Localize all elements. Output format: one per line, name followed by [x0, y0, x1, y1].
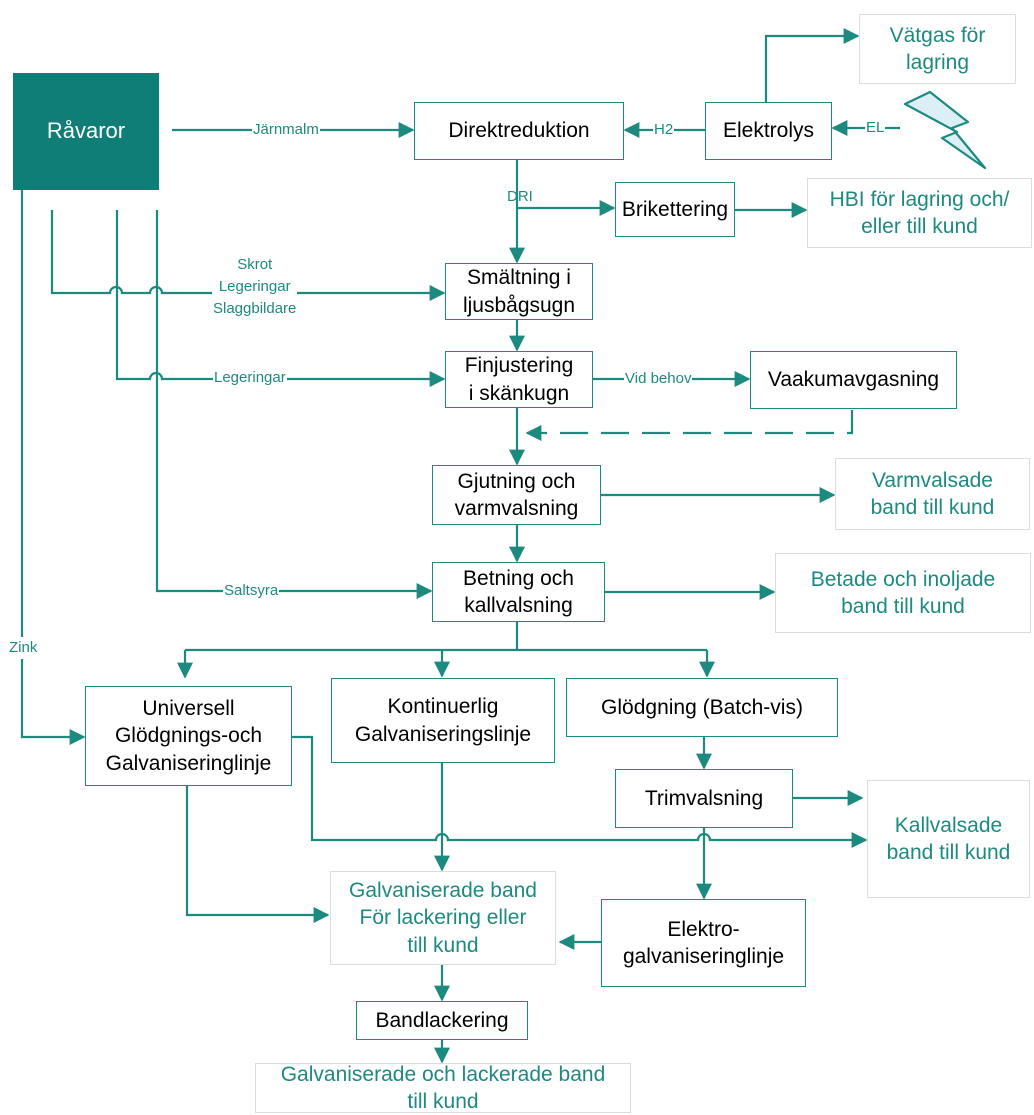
node-betning: Betning och kallvalsning	[432, 562, 605, 622]
edge-label-zink: Zink	[8, 637, 39, 659]
node-galvaniserade: Galvaniserade band För lackering eller t…	[330, 871, 556, 965]
edge-label-legeringar: Legeringar	[213, 367, 287, 389]
edge-label-h2: H2	[653, 119, 675, 141]
node-elektrolys: Elektrolys	[705, 102, 832, 160]
node-gjutning: Gjutning och varmvalsning	[432, 465, 601, 525]
node-varmvalsade: Varmvalsade band till kund	[835, 458, 1030, 530]
lightning-bolt-icon	[903, 90, 987, 170]
node-vaakumavgasning: Vaakumavgasning	[750, 351, 957, 409]
node-galv-lack: Galvaniserade och lackerade band till ku…	[255, 1063, 631, 1113]
node-betade: Betade och inoljade band till kund	[775, 553, 1031, 633]
node-bandlackering: Bandlackering	[356, 1001, 528, 1040]
node-elektrogalv: Elektro- galvaniseringlinje	[601, 899, 806, 987]
edge-label-jarnmalm: Järnmalm	[252, 119, 320, 141]
node-hbi: HBI för lagring och/ eller till kund	[807, 178, 1032, 248]
edge-label-saltsyra: Saltsyra	[223, 580, 280, 602]
node-trimvalsning: Trimvalsning	[615, 769, 793, 828]
edge-label-dri: DRI	[507, 188, 533, 205]
node-brikettering: Brikettering	[615, 182, 735, 237]
node-finjustering: Finjustering i skänkugn	[445, 351, 593, 408]
node-kontinuerlig: Kontinuerlig Galvaniseringslinje	[331, 678, 555, 763]
node-universell: Universell Glödgnings-och Galvaniseringl…	[85, 686, 292, 786]
node-direktreduktion: Direktreduktion	[414, 102, 624, 160]
node-vatgas: Vätgas för lagring	[859, 14, 1016, 84]
edge-label-el: EL	[865, 117, 886, 139]
edge-label-vid-behov: Vid behov	[624, 368, 693, 390]
node-smaltning: Smältning i ljusbågsugn	[445, 263, 593, 320]
edge-label-skrot-group: Skrot Legeringar Slaggbildare	[212, 254, 298, 320]
node-kallvalsade: Kallvalsade band till kund	[867, 780, 1030, 898]
node-ravaror: Råvaror	[13, 73, 159, 190]
node-glodgning: Glödgning (Batch-vis)	[566, 678, 838, 737]
